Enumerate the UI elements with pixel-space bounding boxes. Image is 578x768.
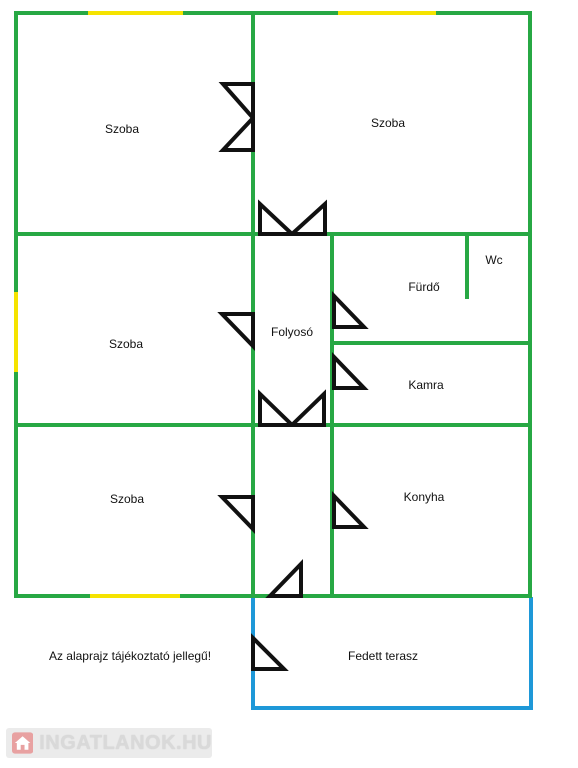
door-szoba-bottom (217, 495, 255, 534)
house-icon (12, 732, 34, 754)
door-top-rooms-lower (218, 112, 255, 152)
door-terrace (251, 633, 289, 671)
disclaimer-note: Az alaprajz tájékoztató jellegű! (49, 649, 211, 663)
room-label-szoba-middle: Szoba (109, 337, 143, 351)
room-label-furdo: Fürdő (408, 280, 440, 294)
room-label-szoba-bottom: Szoba (110, 492, 144, 506)
room-label-folyoso: Folyosó (271, 325, 313, 339)
room-label-wc: Wc (485, 253, 502, 267)
door-corridor-middle-right (287, 389, 326, 427)
door-corridor-top-right (286, 199, 327, 236)
door-kamra (332, 352, 369, 390)
door-entrance (265, 559, 303, 598)
doors (217, 82, 369, 671)
door-szoba-middle (217, 312, 255, 351)
door-corridor-top-left (258, 199, 298, 236)
door-top-rooms-upper (218, 82, 255, 124)
door-furdo (332, 291, 369, 329)
room-label-szoba-top-right: Szoba (371, 116, 405, 130)
room-label-kamra: Kamra (408, 378, 444, 392)
room-label-szoba-top-left: Szoba (105, 122, 139, 136)
windows (14, 11, 436, 598)
ingatlanok-logo[interactable]: INGATLANOK.HU (6, 728, 212, 758)
walls (14, 11, 532, 598)
room-label-fedett-terasz: Fedett terasz (348, 649, 418, 663)
logo-text: INGATLANOK.HU (39, 731, 212, 754)
door-corridor-middle-left (258, 389, 297, 427)
room-label-konyha: Konyha (404, 490, 445, 504)
door-konyha (332, 491, 369, 529)
